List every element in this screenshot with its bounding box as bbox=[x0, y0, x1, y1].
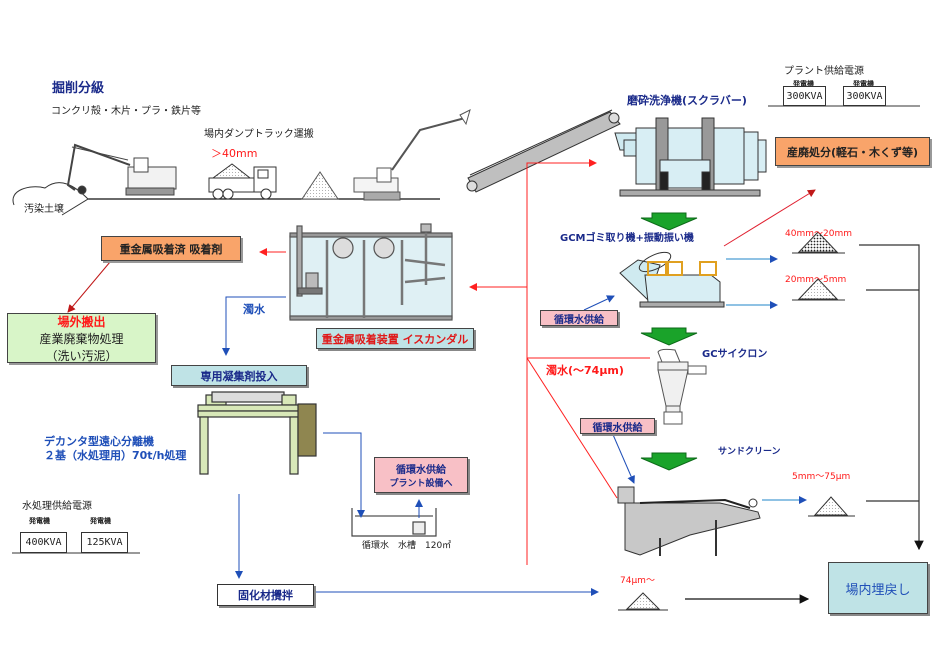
solidifier-mixing-box: 固化材攪拌 bbox=[217, 584, 314, 606]
recirc-plant-line2: プラント設備へ bbox=[389, 479, 453, 489]
gc-cyclone-icon bbox=[657, 348, 707, 425]
blue-flow-line bbox=[583, 295, 615, 311]
offsite-line2: （洗い汚泥） bbox=[45, 348, 118, 363]
heavy-metal-adsorbent-box: 重金属吸着済 吸着剤 bbox=[101, 236, 241, 261]
tank-label: 循環水 水槽 120㎥ bbox=[362, 541, 452, 551]
size-5-75-label: 5mm～75μm bbox=[792, 472, 851, 482]
collector-line bbox=[859, 244, 924, 551]
size-over-40-label: ＞40mm bbox=[211, 147, 258, 160]
water-generator-2: 125KVA bbox=[81, 532, 128, 553]
generator-label: 発電機 bbox=[793, 80, 814, 88]
debris-label: コンクリ殻・木片・プラ・鉄片等 bbox=[51, 106, 201, 117]
blue-flow-line bbox=[222, 296, 286, 356]
decanter-line2: ２基（水処理用）70t/h処理 bbox=[44, 449, 187, 462]
iskandal-label-box: 重金属吸着装置 イスカンダル bbox=[316, 328, 474, 349]
green-flow-arrows bbox=[640, 212, 698, 471]
decanter-centrifuge-icon bbox=[197, 391, 317, 475]
dump-truck-label: 場内ダンプトラック運搬 bbox=[204, 129, 314, 140]
size-40-20-label: 40mm～20mm bbox=[785, 229, 852, 239]
flocculant-box: 専用凝集剤投入 bbox=[171, 365, 307, 386]
offsite-disposal-box: 場外搬出 産業廃棄物処理 （洗い汚泥） bbox=[7, 313, 156, 363]
recirc-supply-box-1: 循環水供給 bbox=[540, 310, 618, 326]
iskandal-device-icon bbox=[289, 223, 453, 321]
turbid-74-label: 濁水(～74μm) bbox=[546, 364, 624, 377]
generator-label: 発電機 bbox=[29, 517, 50, 525]
gcm-label: GCMゴミ取り機+振動振い機 bbox=[560, 233, 694, 244]
excavator-icon bbox=[66, 143, 177, 196]
scrubber-machine-icon bbox=[614, 117, 767, 197]
green-arrow-icon bbox=[640, 327, 698, 346]
scrubber-label: 磨砕洗浄機(スクラバー) bbox=[627, 94, 747, 107]
sand-cleaner-icon bbox=[617, 486, 761, 556]
water-generator-1: 400KVA bbox=[20, 532, 67, 553]
blue-flow-line bbox=[323, 432, 365, 518]
red-flow-line bbox=[526, 357, 618, 499]
pile-74-icon bbox=[625, 592, 661, 610]
green-arrow-icon bbox=[640, 452, 698, 471]
plant-power-title: プラント供給電源 bbox=[784, 66, 864, 77]
excavator-icon bbox=[353, 109, 471, 201]
recirc-plant-line1: 循環水供給 bbox=[396, 465, 446, 476]
plant-generator-2: 300KVA bbox=[843, 86, 886, 106]
water-tank-icon bbox=[351, 508, 437, 537]
size-20-5-label: 20mm～5mm bbox=[785, 275, 847, 285]
turbid-water-label: 濁水 bbox=[243, 303, 265, 316]
generator-label: 発電機 bbox=[90, 517, 111, 525]
red-flow-line bbox=[723, 189, 816, 247]
dump-truck-icon bbox=[208, 163, 277, 200]
water-power-title: 水処理供給電源 bbox=[22, 501, 92, 512]
offsite-title: 場外搬出 bbox=[57, 314, 106, 329]
stockpile-icon bbox=[301, 171, 339, 200]
pile-20-5-icon bbox=[797, 278, 839, 300]
red-flow-line bbox=[526, 159, 597, 565]
green-arrow-icon bbox=[640, 212, 698, 231]
conveyor-belt-icon bbox=[466, 109, 621, 193]
recirc-plant-box: 循環水供給 プラント設備へ bbox=[374, 457, 468, 493]
size-74-plus-label: 74μm～ bbox=[620, 576, 655, 586]
offsite-line1: 産業廃棄物処理 bbox=[39, 331, 124, 346]
pile-5-75-icon bbox=[813, 496, 849, 516]
sand-cleaner-label: サンドクリーン bbox=[718, 447, 781, 457]
onsite-backfill-box: 場内埋戻し bbox=[828, 562, 928, 614]
blue-flow-line bbox=[610, 429, 635, 484]
gcm-sieve-machine-icon bbox=[619, 251, 725, 308]
decanter-line1: デカンタ型遠心分離機 bbox=[44, 435, 154, 448]
recirc-supply-box-2: 循環水供給 bbox=[580, 418, 655, 434]
plant-generator-1: 300KVA bbox=[783, 86, 826, 106]
pile-40-20-icon bbox=[797, 231, 839, 253]
red-flow-line bbox=[67, 261, 111, 313]
generator-label: 発電機 bbox=[853, 80, 874, 88]
contaminated-soil-label: 汚染土壌 bbox=[24, 204, 64, 215]
excavation-title: 掘削分級 bbox=[52, 81, 105, 96]
cyclone-label: GCサイクロン bbox=[702, 349, 768, 360]
industrial-disposal-box: 産廃処分(軽石・木くず等) bbox=[775, 137, 930, 166]
